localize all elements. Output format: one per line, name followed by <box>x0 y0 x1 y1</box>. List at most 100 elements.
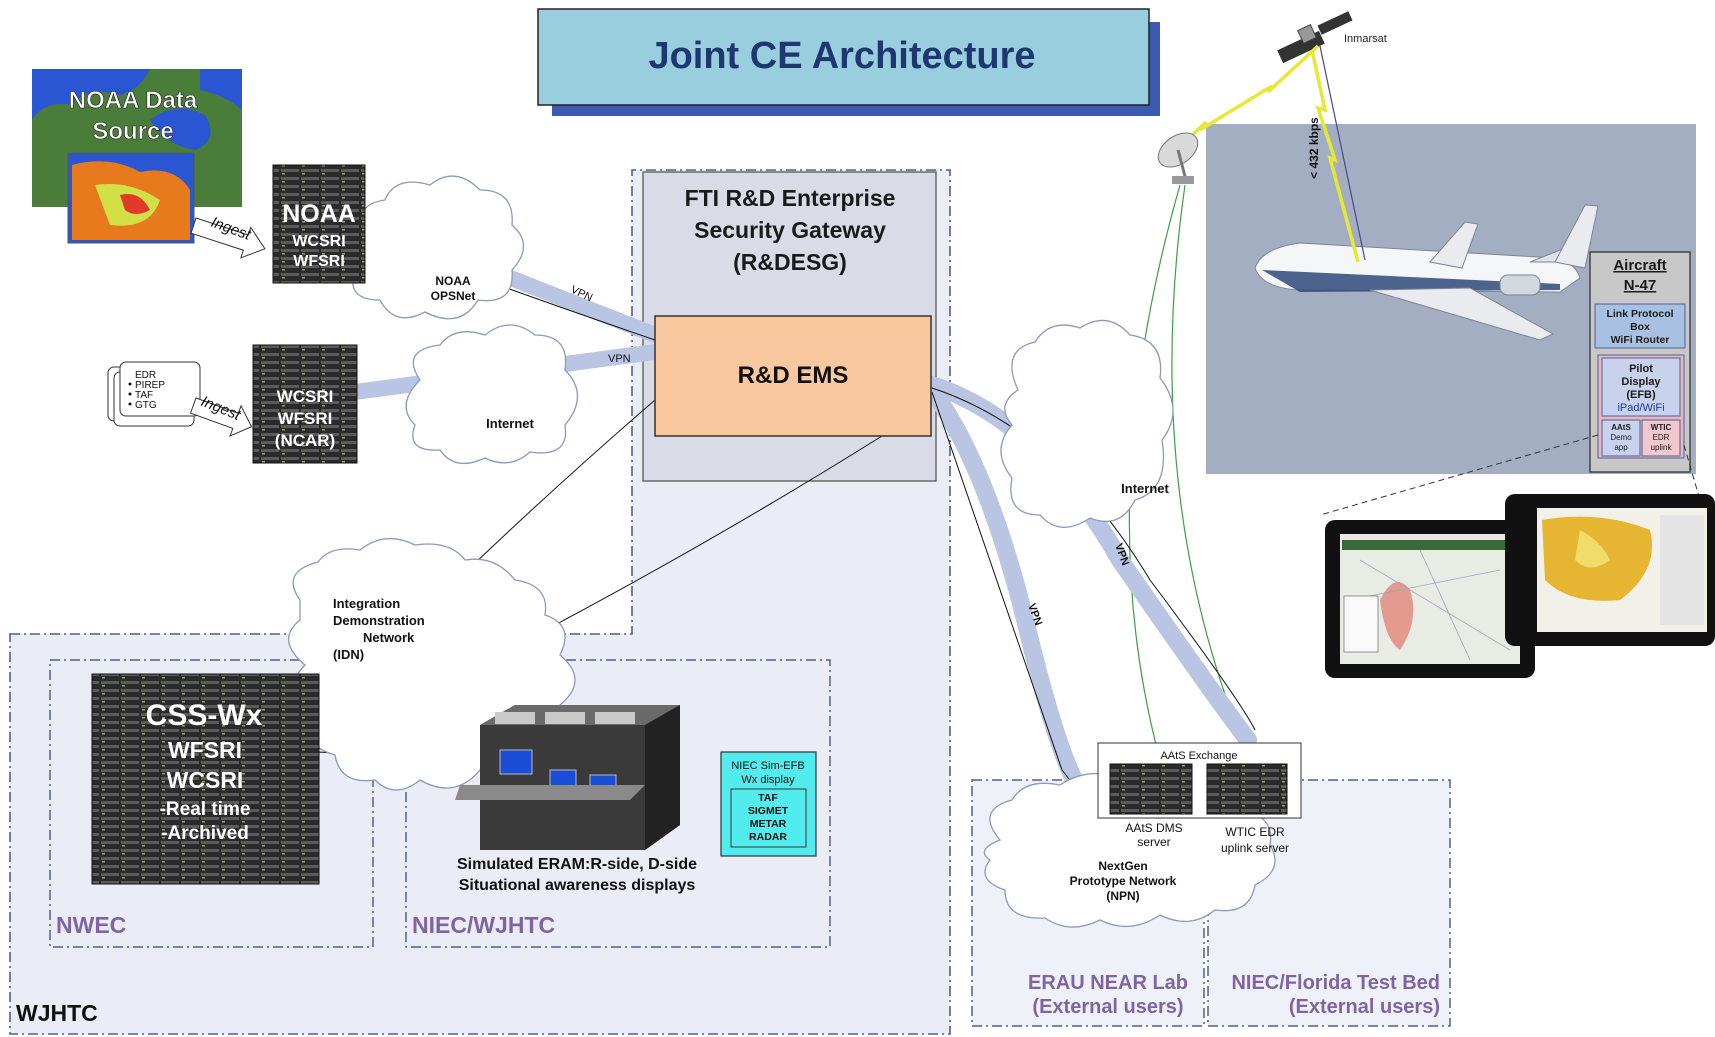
report-taf: TAF <box>135 390 153 401</box>
pilot-display-2: Display <box>1621 376 1661 388</box>
pilot-display-1: Pilot <box>1629 363 1653 375</box>
aats-dms-server-icon <box>1109 763 1193 815</box>
cloud-noaa-opsnet <box>348 175 525 320</box>
aats-app-1: AAtS <box>1611 423 1631 432</box>
css-wx-line5: -Archived <box>161 823 249 844</box>
css-wx-rack <box>91 673 320 885</box>
vpn-label-internet: VPN <box>608 353 631 365</box>
wtic-edr-label-2: uplink server <box>1221 841 1289 855</box>
nwec-label: NWEC <box>56 912 126 938</box>
vpn-pipes <box>347 254 1257 799</box>
aircraft-label-2: N-47 <box>1624 277 1657 294</box>
wtic-1: WTIC <box>1651 423 1672 432</box>
rd-ems-box <box>654 315 932 437</box>
svg-text:< 432 kbps: < 432 kbps <box>1307 117 1321 179</box>
sim-efb-label-1: NIEC Sim-EFB <box>731 760 804 772</box>
aats-app-3: app <box>1614 443 1628 452</box>
sim-efb-product-metar: METAR <box>750 818 787 830</box>
eram-consoles-icon <box>455 705 680 850</box>
report-gtg: GTG <box>135 400 157 411</box>
opsnet-label-1: NOAA <box>435 274 471 288</box>
idn-label-3: Network <box>363 630 415 645</box>
erau-label-2: (External users) <box>1032 996 1183 1018</box>
bandwidth-badge: < 432 kbps <box>1307 117 1321 179</box>
ipad-efb-left <box>1325 520 1535 678</box>
gateway-label-2: Security Gateway <box>694 217 886 243</box>
ground-dish-icon <box>1157 132 1199 184</box>
internet-left-label: Internet <box>486 416 534 431</box>
npn-label-1: NextGen <box>1098 859 1147 873</box>
eram-label-1: Simulated ERAM:R-side, D-side <box>457 856 697 873</box>
sim-efb-label-2: Wx display <box>741 774 795 786</box>
aats-app-box <box>1601 419 1641 457</box>
link-protocol-3: WiFi Router <box>1611 334 1670 346</box>
wtic-2: EDR <box>1653 433 1670 442</box>
satellite-label: Inmarsat <box>1344 33 1387 45</box>
idn-label-2: Demonstration <box>333 613 425 628</box>
wjhtc-label: WJHTC <box>16 1000 98 1026</box>
link-protocol-box <box>1594 303 1686 349</box>
sim-efb-box <box>720 751 817 857</box>
opsnet-label-2: OPSNet <box>431 289 476 303</box>
ncar-server-line2: WFSRI <box>278 409 333 428</box>
title-box <box>537 8 1150 106</box>
css-wx-name: CSS-Wx <box>146 699 263 732</box>
eram-label-2: Situational awareness displays <box>459 877 696 894</box>
idn-label-4: (IDN) <box>333 647 364 662</box>
noaa-source-label-1: NOAA Data <box>69 87 198 114</box>
cloud-internet-right <box>1000 319 1174 528</box>
inmarsat-satellite-icon <box>1277 11 1353 64</box>
link-protocol-2: Box <box>1630 321 1650 333</box>
internet-right-label: Internet <box>1121 481 1169 496</box>
aats-app-2: Demo <box>1610 433 1632 442</box>
pilot-display-4: iPad/WiFi <box>1617 402 1664 414</box>
css-wx-line2: WFSRI <box>168 737 242 763</box>
ipad-efb-right <box>1505 494 1715 646</box>
wtic-edr-label-1: WTIC EDR <box>1225 825 1285 839</box>
noaa-server-line2: WCSRI <box>292 233 345 250</box>
gateway-label-3: (R&DESG) <box>733 249 847 275</box>
npn-label-3: (NPN) <box>1106 889 1139 903</box>
aircraft-lightning-link <box>1310 49 1360 263</box>
wtic-edr-server-icon <box>1206 763 1288 815</box>
report-pirep: PIREP <box>135 380 165 391</box>
ncar-server-rack <box>252 344 358 464</box>
niec-wjhtc-zone <box>405 659 831 948</box>
ncar-server-line3: (NCAR) <box>275 431 335 450</box>
aats-exchange-label: AAtS Exchange <box>1160 750 1237 762</box>
ingest-arrow-ncar <box>189 397 253 437</box>
css-wx-line3: WCSRI <box>167 767 244 793</box>
noaa-server-name: NOAA <box>282 200 356 228</box>
wtic-box <box>1641 419 1681 457</box>
link-protocol-1: Link Protocol <box>1606 308 1673 320</box>
ingest-arrow-noaa <box>190 217 266 259</box>
noaa-server-line3: WFSRI <box>293 253 345 270</box>
page-title: Joint CE Architecture <box>648 35 1035 77</box>
erau-label-1: ERAU NEAR Lab <box>1028 972 1188 994</box>
report-edr: EDR <box>135 370 156 381</box>
cloud-internet-left <box>405 324 578 465</box>
noaa-data-source-map <box>32 69 242 244</box>
pilot-display-3: (EFB) <box>1626 389 1656 401</box>
sim-efb-product-radar: RADAR <box>749 831 787 843</box>
aats-dms-label-2: server <box>1137 835 1170 849</box>
aircraft-label-1: Aircraft <box>1613 257 1666 274</box>
npn-label-2: Prototype Network <box>1070 874 1177 888</box>
ncar-server-line1: WCSRI <box>277 387 334 406</box>
noaa-source-label-2: Source <box>92 118 173 145</box>
noaa-server-rack <box>272 164 366 284</box>
wtic-3: uplink <box>1651 443 1673 452</box>
florida-label-1: NIEC/Florida Test Bed <box>1231 972 1440 994</box>
css-wx-line4: -Real time <box>160 799 251 820</box>
florida-label-2: (External users) <box>1289 996 1440 1018</box>
gateway-label-1: FTI R&D Enterprise <box>685 185 896 211</box>
aircraft-icon <box>1254 204 1599 341</box>
sim-efb-product-sigmet: SIGMET <box>748 805 789 817</box>
rd-ems-label: R&D EMS <box>738 362 849 389</box>
aats-dms-label-1: AAtS DMS <box>1125 821 1182 835</box>
idn-label-1: Integration <box>333 596 400 611</box>
sim-efb-product-taf: TAF <box>758 792 778 804</box>
weather-reports-stack <box>107 361 201 427</box>
nwec-zone <box>49 659 374 948</box>
